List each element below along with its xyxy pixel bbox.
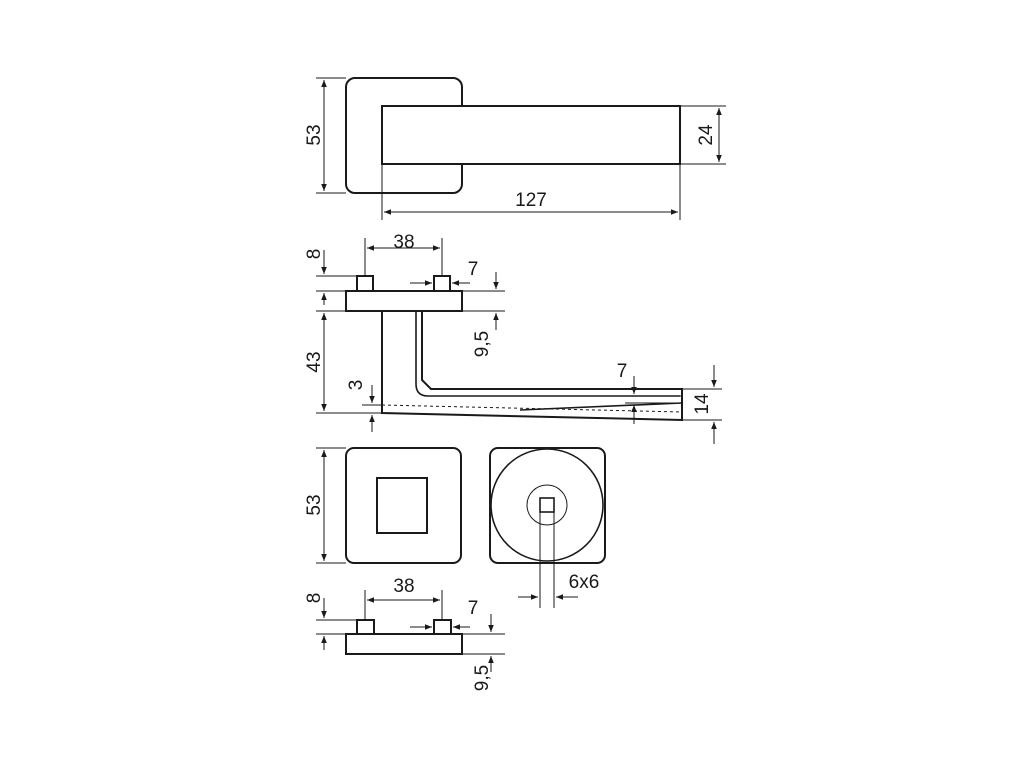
plate-bottom	[345, 633, 463, 655]
pin-right-bottom	[433, 619, 452, 635]
lever-hidden-line	[381, 404, 683, 413]
dim-pin-spacing-bottom: 38	[393, 576, 414, 597]
rose-back-boss	[526, 484, 568, 526]
pin-left-bottom	[356, 619, 375, 635]
dim-lever-tip-height: 14	[692, 393, 713, 415]
rose-back-disc	[490, 448, 604, 562]
dim-lever-drop: 43	[304, 351, 325, 372]
rose-plate-side	[345, 290, 463, 312]
dim-spindle-size: 6x6	[569, 572, 600, 593]
dim-pin-height-side: 8	[304, 249, 325, 260]
spindle-square	[539, 497, 555, 513]
bottom-view: 38 8 7 9,5	[304, 576, 505, 691]
dim-rose-size: 53	[304, 494, 325, 515]
dim-rose-height-top: 53	[304, 124, 325, 145]
lever-side-outer	[381, 310, 683, 422]
pin-left-side	[356, 275, 374, 292]
rose-front-square	[376, 477, 428, 534]
lever-side-inner	[415, 311, 680, 397]
rose-views: 53 6x6	[304, 447, 606, 608]
pin-right-side	[433, 275, 451, 292]
dim-lever-length: 127	[515, 190, 547, 211]
dim-pin-width-bottom: 7	[468, 598, 479, 619]
dim-lever-tip-thickness: 7	[617, 361, 628, 382]
side-view: 38 8 7 9,5 43 3 7	[304, 232, 722, 444]
dim-pin-spacing-side: 38	[393, 232, 414, 253]
dim-pin-width-side: 7	[468, 259, 479, 280]
dim-plate-thickness-bottom: 9,5	[472, 665, 493, 691]
top-view: 53 24 127	[304, 77, 726, 220]
dim-plate-thickness-side: 9,5	[472, 331, 493, 357]
rose-back	[489, 447, 606, 564]
dim-pin-height-bottom: 8	[304, 593, 325, 604]
dim-lever-height: 24	[696, 124, 717, 146]
lever-top	[381, 105, 681, 165]
dim-lever-offset: 3	[346, 380, 367, 391]
